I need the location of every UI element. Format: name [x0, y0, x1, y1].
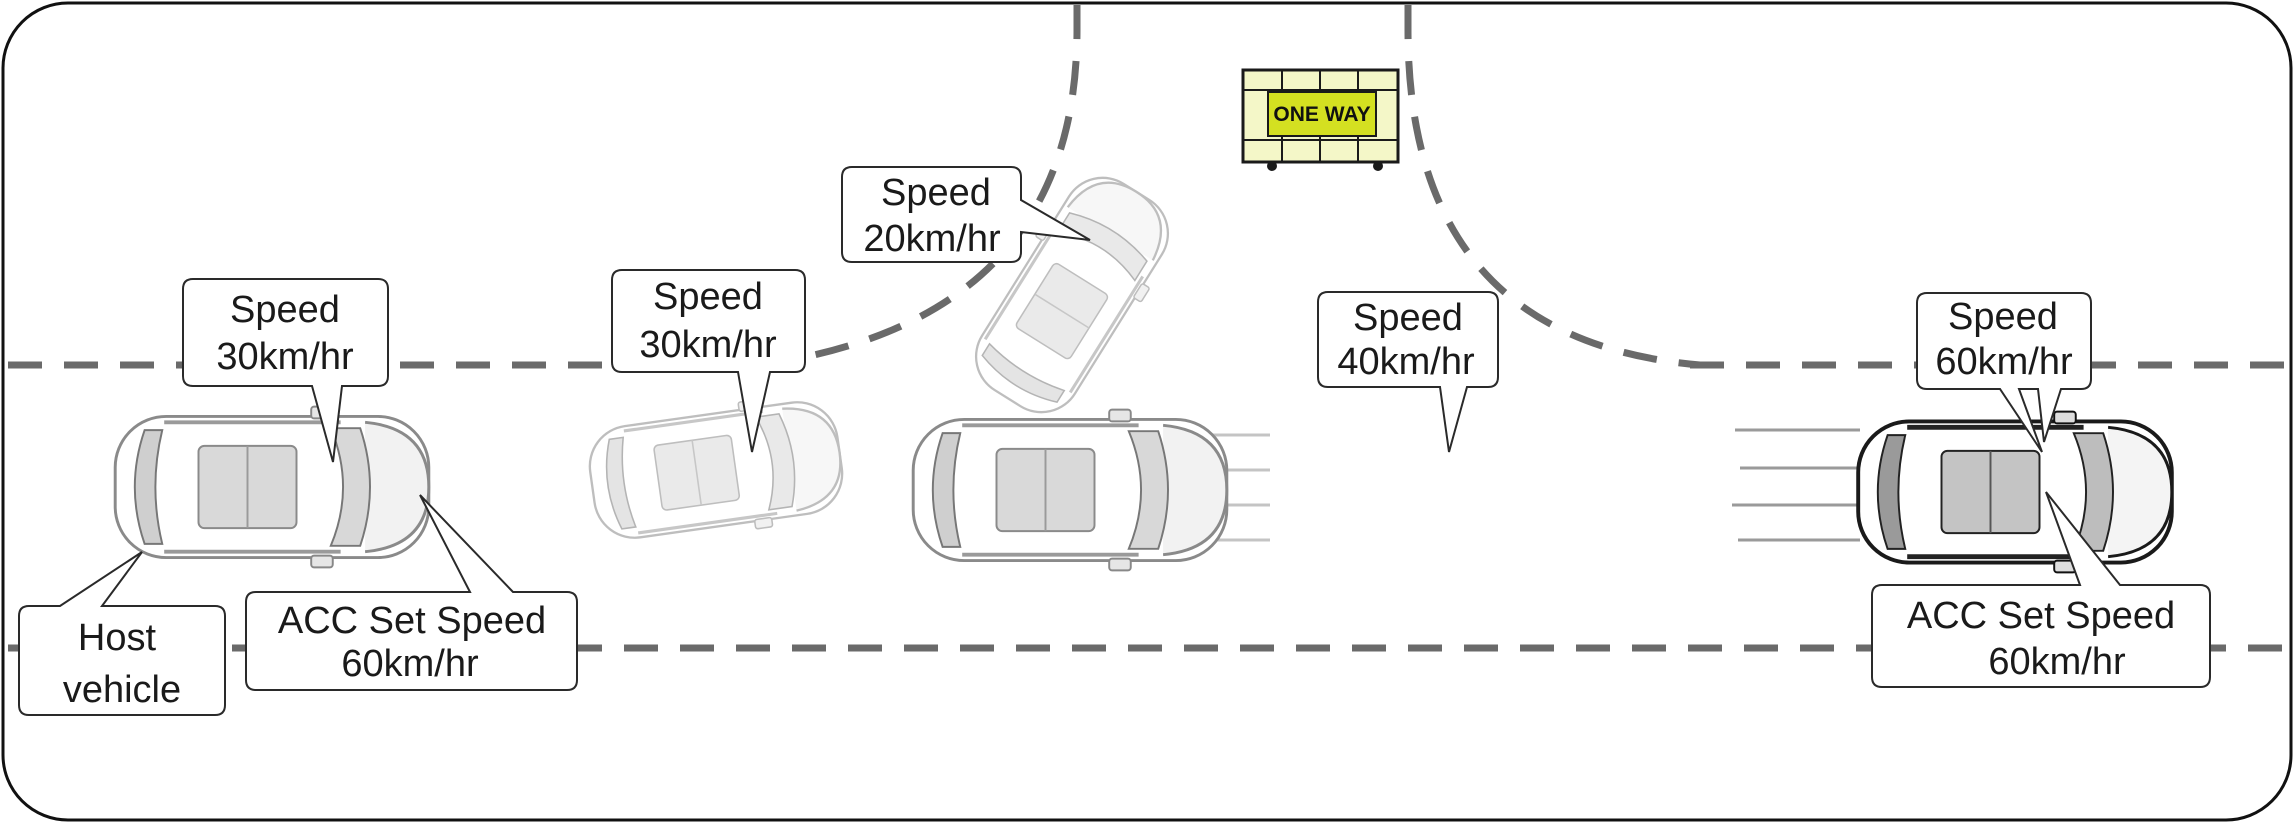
callout-host-speed: Speed 30km/hr	[182, 278, 389, 463]
callout-host-acc: ACC Set Speed 60km/hr	[245, 494, 578, 691]
turning1-speed-line2: 30km/hr	[639, 324, 777, 366]
turning2-speed-line1: Speed	[881, 172, 991, 214]
sign-plate	[1267, 91, 1377, 137]
host-speed-line2: 30km/hr	[216, 336, 354, 378]
target-vehicle-car	[911, 407, 1229, 573]
turning2-speed-line2: 20km/hr	[863, 218, 1001, 260]
callout-final-speed: Speed 60km/hr	[1916, 292, 2092, 453]
final-acc-line1: ACC Set Speed	[1907, 595, 2175, 637]
callout-host-vehicle: Host vehicle	[18, 551, 226, 716]
host-vehicle-car	[113, 404, 431, 570]
target-speed-line1: Speed	[1353, 297, 1463, 339]
one-way-sign: ONE WAY	[1241, 68, 1400, 171]
callout-target-speed: Speed 40km/hr	[1317, 291, 1499, 453]
callout-turning2-speed: Speed 20km/hr	[841, 166, 1091, 263]
final-speed-line2: 60km/hr	[1935, 341, 2073, 383]
host-vehicle-line1: Host	[78, 617, 157, 659]
final-acc-line2: 60km/hr	[1988, 641, 2126, 683]
callout-final-acc: ACC Set Speed 60km/hr	[1871, 491, 2211, 688]
host-vehicle-line2: vehicle	[63, 669, 181, 711]
turning1-speed-line1: Speed	[653, 276, 763, 318]
callout-turning1-speed: Speed 30km/hr	[611, 269, 806, 453]
intersection-curve-right	[1404, 5, 1701, 369]
final-speed-line1: Speed	[1948, 296, 2058, 338]
motion-lines-final	[1732, 428, 1860, 542]
host-speed-line1: Speed	[230, 289, 340, 331]
host-acc-line1: ACC Set Speed	[278, 600, 546, 642]
sign-text: ONE WAY	[1273, 103, 1370, 126]
target-speed-line2: 40km/hr	[1337, 341, 1475, 383]
host-acc-line2: 60km/hr	[341, 643, 479, 685]
intersection-curve-left	[759, 5, 1081, 369]
final-vehicle-car	[1858, 412, 2172, 573]
